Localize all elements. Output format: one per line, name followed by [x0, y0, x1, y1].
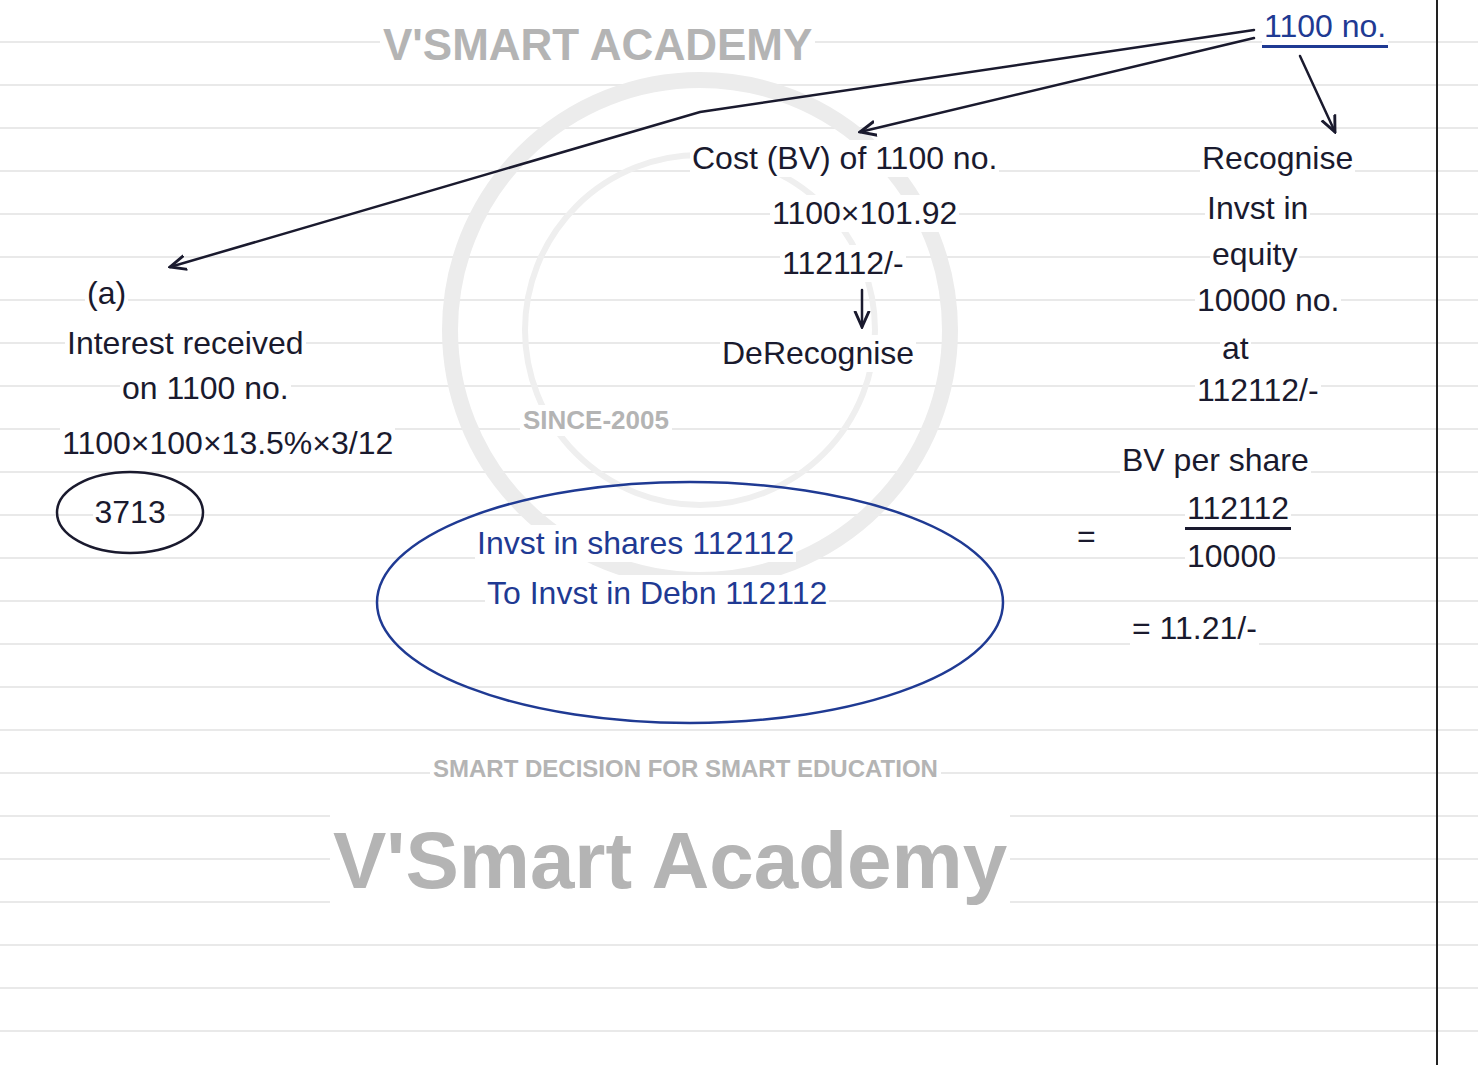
ellipse-outline: [377, 482, 1003, 723]
note-group: RecogniseInvst in equity 10000 no. at 112112…: [1057, 132, 1363, 655]
note-text: 1100×100×13.5%×3/12: [60, 425, 395, 462]
note-text: =: [1075, 518, 1098, 555]
note-text: = 11.21/-: [1130, 610, 1259, 647]
arrow-line: [1300, 56, 1335, 132]
arrow-line: [861, 290, 864, 327]
watermark-text: SINCE-2005: [520, 405, 672, 436]
note-text: at: [1220, 330, 1251, 367]
note-text: BV per share: [1120, 442, 1311, 479]
note-text: (a): [85, 275, 128, 312]
arrow-line: [860, 38, 1254, 132]
note-text: 112112/-: [1195, 372, 1321, 409]
watermark-text: SMART DECISION FOR SMART EDUCATION: [430, 755, 941, 783]
note-text: Interest received: [65, 325, 306, 362]
circled-note: Invst in shares 112112 To Invst in Debn 1…: [375, 480, 1005, 725]
note-group: 1100 no.: [1254, 0, 1396, 56]
note-text: 112112: [1185, 490, 1291, 530]
note-text: DeRecognise: [720, 335, 916, 372]
note-text: 112112/-: [780, 245, 906, 282]
circled-note: 3713: [55, 470, 205, 555]
note-group: Cost (BV) of 1100 no. 1100×101.92 112112/-: [682, 132, 1007, 290]
note-text: Cost (BV) of 1100 no.: [690, 140, 999, 177]
note-group: DeRecognise: [712, 327, 924, 380]
note-text: on 1100 no.: [120, 370, 291, 407]
note-text: Invst in shares 112112: [475, 525, 796, 562]
note-text: 1100 no.: [1262, 8, 1388, 48]
note-text: 3713: [93, 494, 168, 531]
note-group: (a) Interest received on 1100 no. 1100×100×…: [47, 267, 403, 470]
watermark-text: V'SMART ACADEMY: [380, 20, 815, 70]
watermark-text: V'Smart Academy: [330, 815, 1010, 907]
margin-line: [1436, 0, 1438, 1065]
note-text: Invst in: [1205, 190, 1310, 227]
note-text: equity: [1210, 236, 1299, 273]
ellipse-outline: [57, 472, 203, 553]
note-text: 10000: [1185, 538, 1278, 575]
note-text: 10000 no.: [1195, 282, 1341, 319]
note-text: 1100×101.92: [770, 195, 959, 232]
note-text: To Invst in Debn 112112: [485, 575, 829, 612]
note-text: Recognise: [1200, 140, 1355, 177]
